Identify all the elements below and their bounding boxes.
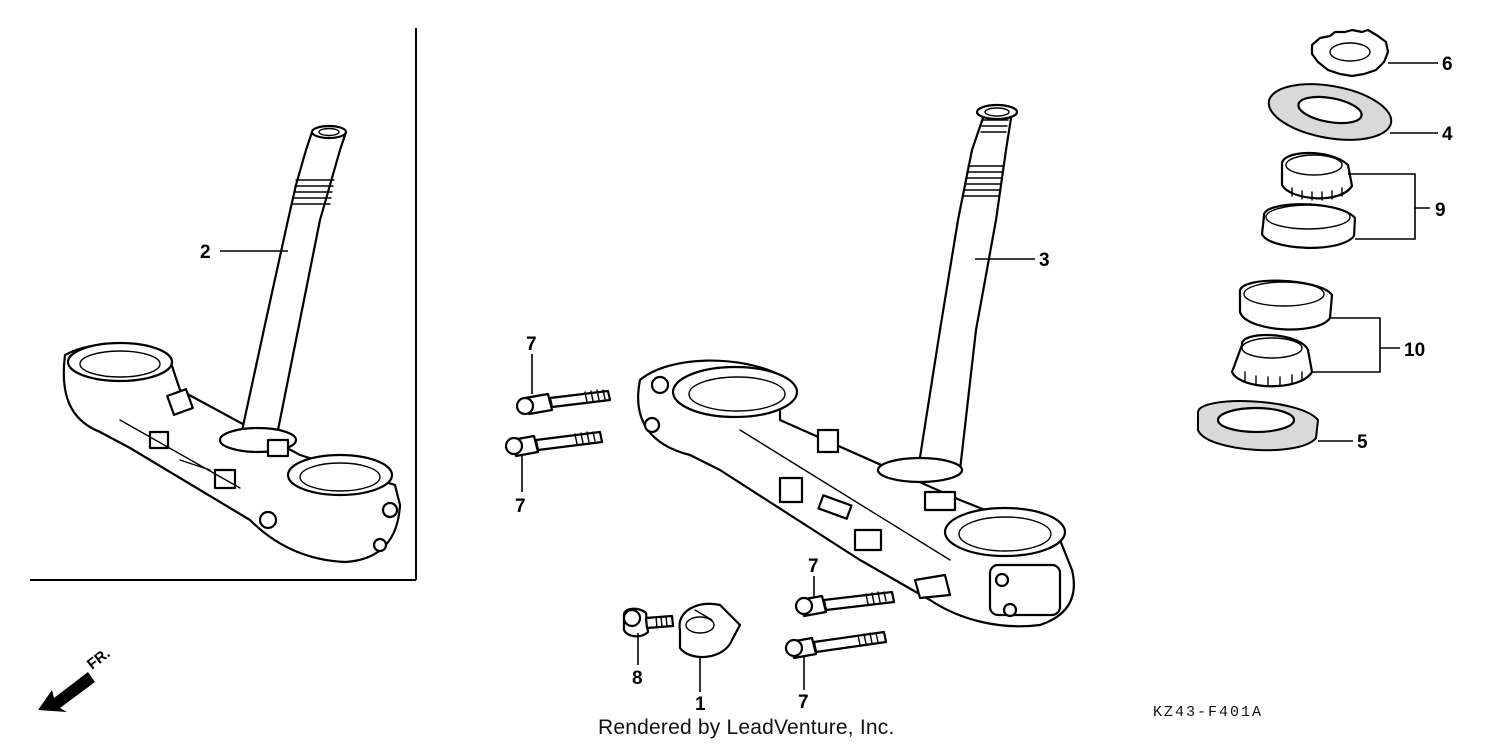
callout-1: 1	[695, 694, 706, 715]
callout-7-top: 7	[526, 334, 537, 355]
callout-3: 3	[1039, 250, 1050, 271]
callout-6: 6	[1442, 54, 1453, 75]
bearing-10-cone[interactable]	[1230, 333, 1314, 388]
bolt-8[interactable]	[622, 607, 675, 638]
dust-seal-5[interactable]	[1197, 400, 1320, 452]
bolt-7-upper-a[interactable]	[515, 389, 612, 416]
callout-5: 5	[1357, 432, 1368, 453]
callout-7-lower-bottom: 7	[798, 692, 809, 713]
callout-4: 4	[1442, 124, 1453, 145]
diagram-code: KZ43-F401A	[1153, 704, 1264, 721]
callout-2: 2	[200, 242, 211, 263]
bolt-7-upper-b[interactable]	[504, 430, 604, 458]
inset-frame	[30, 28, 417, 581]
bearing-9-race[interactable]	[1260, 203, 1357, 249]
callout-7-lower-top: 7	[808, 556, 819, 577]
bolt-7-lower-a[interactable]	[794, 590, 896, 618]
front-direction-label: FR.	[84, 645, 114, 673]
callout-10: 10	[1404, 340, 1425, 361]
bearing-10-race[interactable]	[1238, 279, 1334, 331]
inset-steering-stem-drawing[interactable]	[62, 124, 402, 564]
clamp-1[interactable]	[678, 602, 742, 659]
steering-stem-drawing[interactable]	[637, 103, 1075, 628]
steering-nut-6[interactable]	[1310, 28, 1390, 78]
front-direction-arrow: FR.	[38, 645, 114, 712]
callout-8: 8	[632, 668, 643, 689]
upper-race-4[interactable]	[1264, 76, 1395, 149]
bearing-9-top[interactable]	[1280, 151, 1354, 201]
callout-7-middle: 7	[515, 496, 526, 517]
callout-9: 9	[1435, 200, 1446, 221]
leader-lines	[220, 62, 1438, 692]
bolt-7-lower-b[interactable]	[784, 630, 888, 660]
render-credit: Rendered by LeadVenture, Inc.	[598, 716, 895, 739]
